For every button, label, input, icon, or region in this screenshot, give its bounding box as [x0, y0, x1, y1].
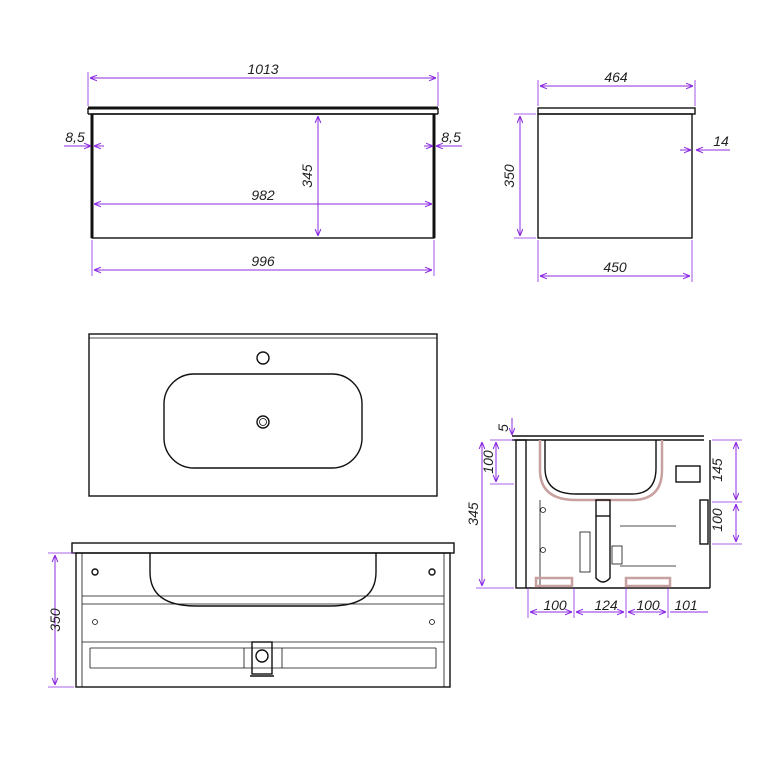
front-view: 1013 982 345 996 8,5 8,5 [64, 61, 462, 276]
dim-inner-width: 982 [251, 187, 275, 203]
dim-left-side: 8,5 [65, 129, 85, 145]
open-cabinet-body [75, 552, 451, 688]
dim-bottom-4: 101 [674, 597, 697, 613]
faucet-hole [256, 351, 270, 365]
dim-overhang: 14 [713, 133, 729, 149]
siphon-front [251, 641, 273, 675]
section-door-handle [699, 499, 709, 545]
open-front-view: 350 [47, 542, 455, 688]
open-basin-bowl [149, 553, 377, 607]
section-faucet-handle [675, 465, 701, 483]
basin-top-view [88, 333, 438, 497]
dim-bottom-1: 100 [543, 597, 567, 613]
section-drain [595, 499, 611, 517]
dim-top-depth: 464 [604, 69, 628, 85]
side-cabinet-body [537, 113, 693, 239]
section-view: 5 100 345 145 100 100 124 100 101 [465, 418, 742, 618]
dim-side-height: 350 [501, 164, 517, 188]
dim-section-height: 345 [465, 502, 481, 526]
basin-countertop-outline [88, 333, 438, 497]
dim-height: 345 [299, 164, 315, 188]
side-view: 464 350 14 450 [501, 69, 730, 282]
dim-right-side: 8,5 [441, 129, 461, 145]
section-drawer-runner-right [624, 576, 672, 588]
side-countertop [537, 107, 696, 115]
dim-bottom-2: 124 [594, 597, 618, 613]
section-back-panel [515, 439, 527, 589]
dim-top-gap: 5 [495, 424, 511, 432]
drain-hole [256, 415, 270, 429]
dim-bottom-3: 100 [636, 597, 660, 613]
section-basin-inner [544, 440, 657, 495]
dim-open-height: 350 [47, 608, 63, 632]
open-countertop [71, 542, 455, 554]
dim-right-lower: 100 [709, 508, 725, 532]
dim-base-depth: 450 [603, 259, 627, 275]
basin-bowl [163, 373, 363, 469]
hinge-right [428, 568, 436, 576]
dim-base-width: 996 [251, 253, 275, 269]
section-drawer-runner-left [534, 576, 574, 588]
section-siphon [595, 516, 611, 583]
hinge-left [91, 568, 99, 576]
dim-right-upper: 145 [709, 458, 725, 482]
dim-overall-width: 1013 [247, 61, 278, 77]
cabinet-body [91, 113, 435, 239]
